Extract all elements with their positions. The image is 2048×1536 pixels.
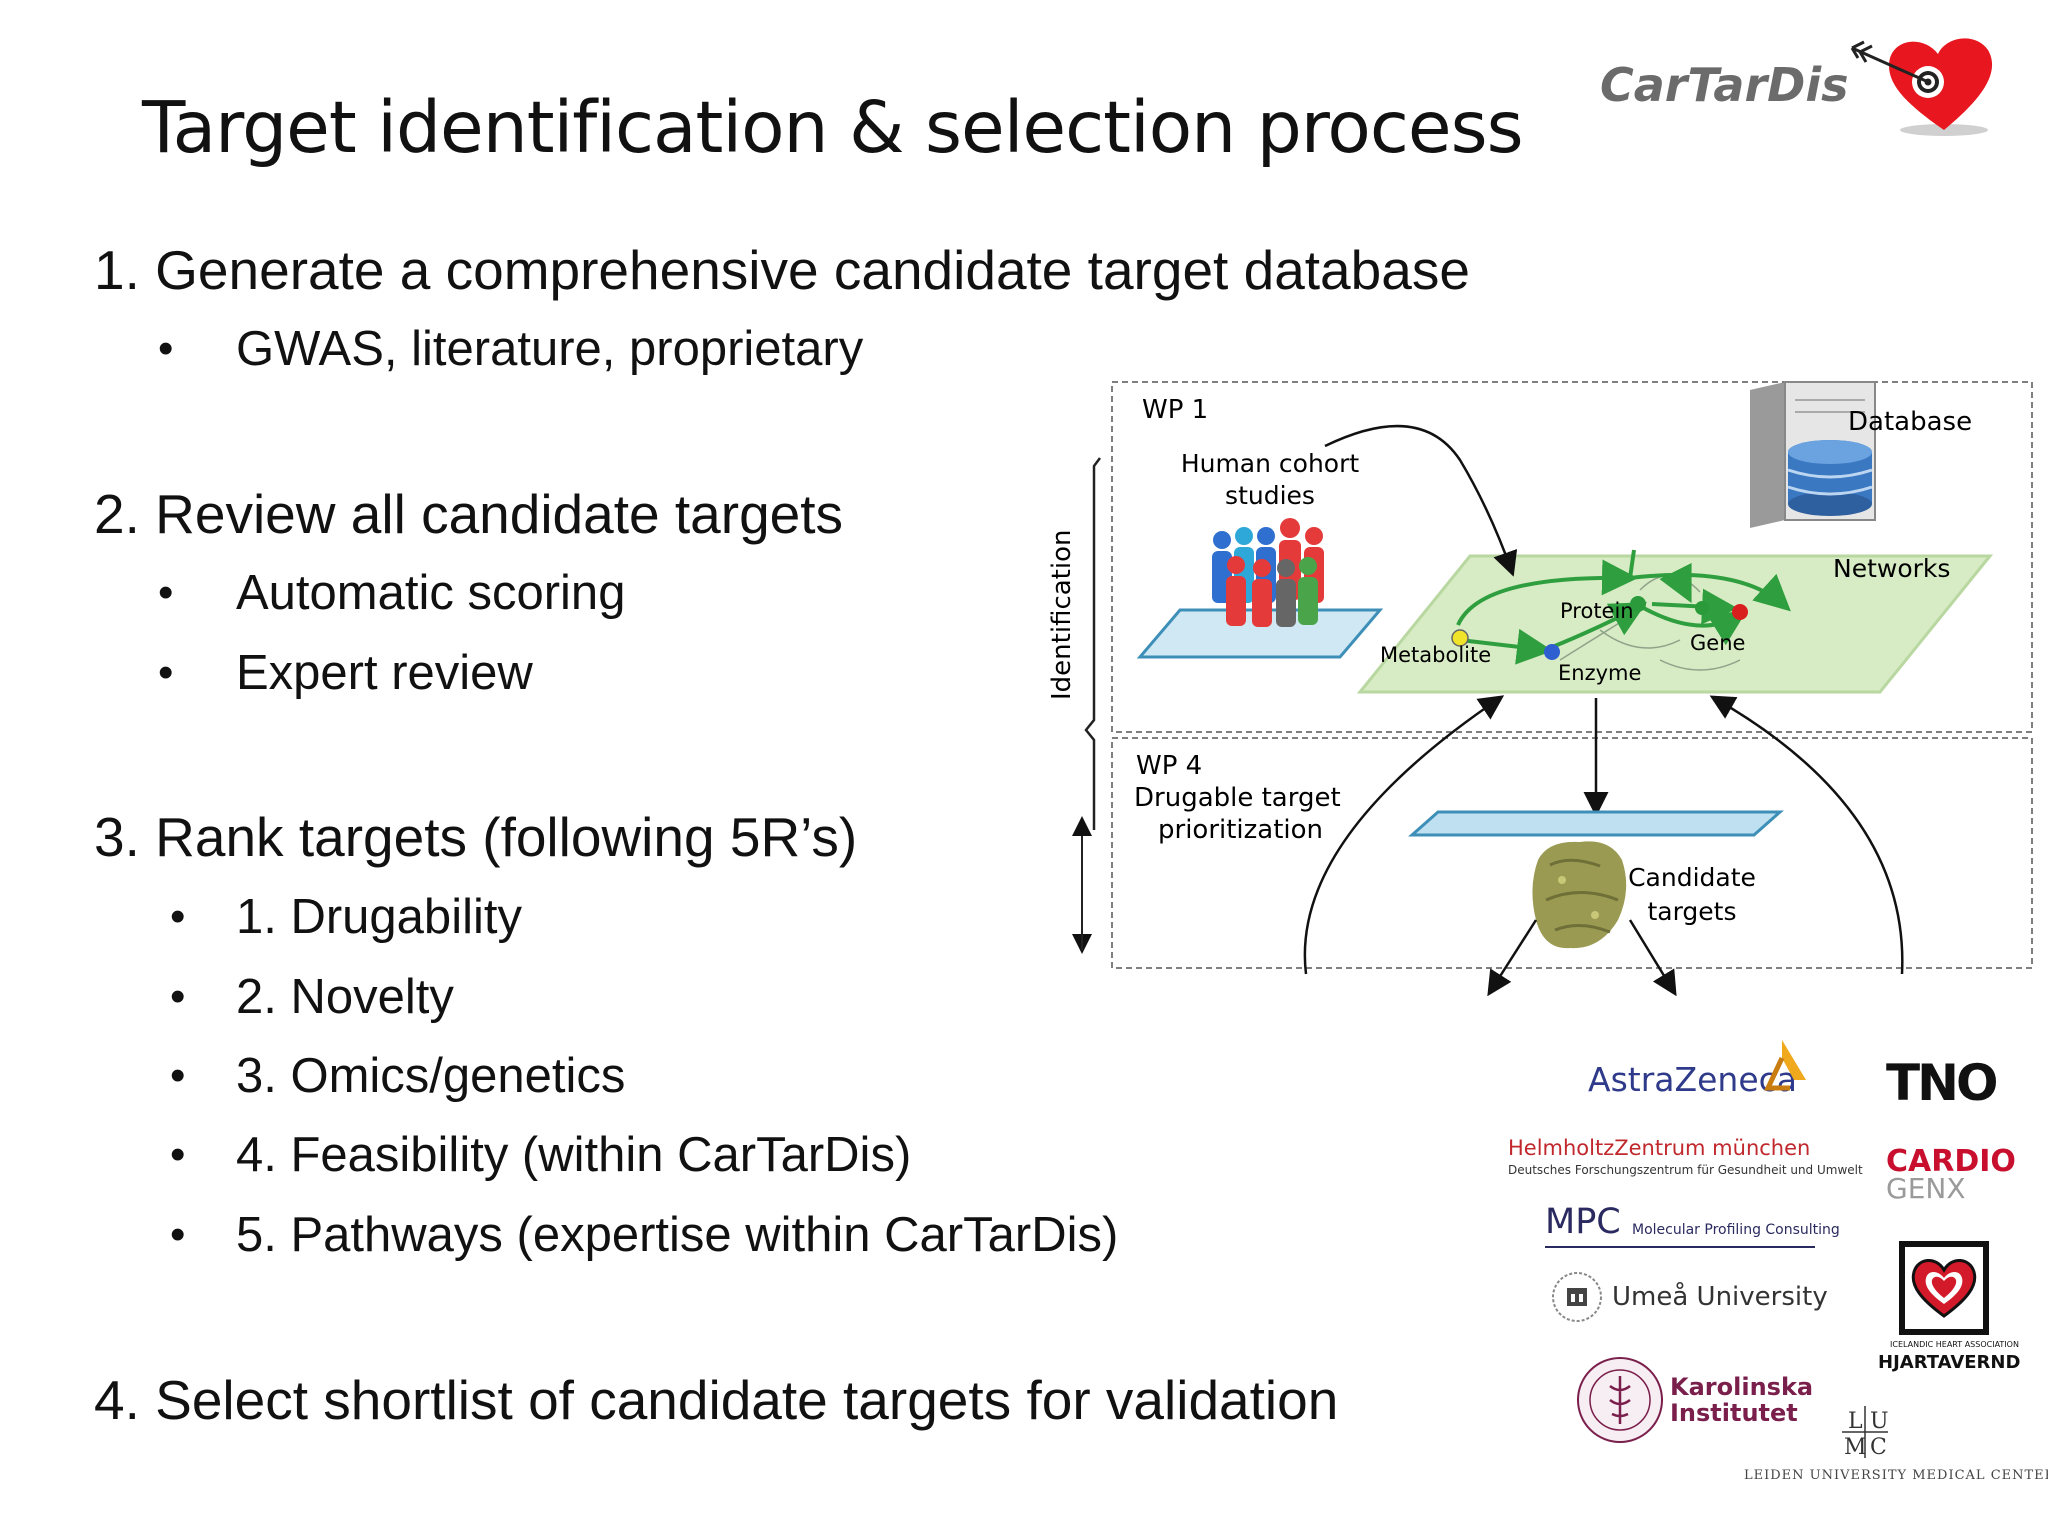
gene-label: Gene	[1690, 631, 1745, 655]
mpc-logo: MPC	[1545, 1202, 1621, 1242]
umea-seal-icon	[1552, 1272, 1602, 1322]
wp4-label: WP 4	[1136, 751, 1202, 781]
umea-university-logo: Umeå University	[1612, 1282, 1828, 1312]
bullet-marker: •	[170, 972, 186, 1021]
enzyme-label: Enzyme	[1558, 661, 1641, 685]
people-icon	[1212, 518, 1324, 627]
candidate-label-2: targets	[1647, 897, 1736, 926]
wp4-box	[1111, 737, 2033, 969]
identification-bracket	[1084, 457, 1101, 830]
lumc-monogram: L U M C	[1842, 1406, 1889, 1460]
brand-name: CarTarDis	[1600, 58, 1849, 112]
networks-label: Networks	[1833, 554, 1950, 583]
protein-label: Protein	[1560, 599, 1634, 623]
helmholtz-logo: HelmholtzZentrum münchen	[1508, 1136, 1811, 1160]
enzyme-node	[1544, 644, 1560, 660]
drugable-label-2: prioritization	[1158, 815, 1323, 845]
bullet-marker: •	[170, 1210, 186, 1259]
bullet-marker: •	[158, 568, 174, 617]
bullet-marker: •	[158, 324, 174, 373]
identification-label: Identification	[1047, 530, 1077, 700]
database-icon	[1750, 381, 1876, 528]
cohort-label-1: Human cohort	[1181, 449, 1360, 478]
genx-logo: GENX	[1886, 1172, 1966, 1205]
gene-node	[1732, 604, 1748, 620]
bullet-marker: •	[170, 892, 186, 941]
database-label: Database	[1848, 407, 1972, 437]
step-3-bullet-1: 1. Drugability	[236, 890, 522, 944]
drugable-label-1: Drugable target	[1134, 783, 1341, 813]
bullet-marker: •	[158, 648, 174, 697]
wp1-box	[1111, 381, 2033, 733]
step-4-heading: 4. Select shortlist of candidate targets…	[94, 1369, 1339, 1431]
karolinska-logo: Karolinska Institutet	[1670, 1373, 1814, 1427]
step-2-bullet-1: Automatic scoring	[236, 566, 626, 620]
metabolite-node	[1451, 629, 1469, 647]
karolinska-seal-icon	[1577, 1357, 1663, 1443]
step-3-bullet-5: 5. Pathways (expertise within CarTarDis)	[236, 1208, 1119, 1262]
lumc-letter: L	[1848, 1409, 1863, 1434]
cohort-plane	[1136, 608, 1384, 659]
lumc-letter: U	[1870, 1409, 1889, 1434]
candidate-plane	[1408, 810, 1784, 837]
candidate-rock-icon	[1532, 841, 1627, 949]
lumc-logo: LEIDEN UNIVERSITY MEDICAL CENTER	[1744, 1468, 2048, 1483]
step-3-bullet-3: 3. Omics/genetics	[236, 1049, 626, 1103]
step-3-bullet-4: 4. Feasibility (within CarTarDis)	[236, 1128, 912, 1182]
lumc-letter: M	[1844, 1435, 1867, 1460]
helmholtz-subtitle: Deutsches Forschungszentrum für Gesundhe…	[1508, 1163, 1863, 1177]
bullet-marker: •	[170, 1051, 186, 1100]
mpc-underline	[1545, 1246, 1815, 1248]
cohort-label-2: studies	[1225, 481, 1315, 510]
cardio-logo: CARDIO	[1886, 1144, 2016, 1179]
workflow-diagram: WP 1 Human cohort studies Database Netwo…	[1047, 381, 2033, 997]
wp1-label: WP 1	[1142, 395, 1208, 425]
step-1-heading: 1. Generate a comprehensive candidate ta…	[94, 239, 1470, 301]
metabolite-label: Metabolite	[1380, 643, 1491, 667]
mpc-subtitle: Molecular Profiling Consulting	[1632, 1222, 1840, 1238]
slide-title: Target identification & selection proces…	[142, 86, 1524, 169]
candidate-label-1: Candidate	[1628, 863, 1756, 892]
step-2-bullet-2: Expert review	[236, 646, 533, 700]
bullet-marker: •	[170, 1130, 186, 1179]
step-3-bullet-2: 2. Novelty	[236, 970, 454, 1024]
astrazeneca-logo: AstraZeneca	[1588, 1060, 1797, 1099]
astrazeneca-symbol-icon	[1764, 1040, 1806, 1091]
protein-node	[1630, 596, 1646, 612]
step-2-heading: 2. Review all candidate targets	[94, 483, 844, 545]
heart-association-icon	[1899, 1241, 1989, 1335]
step-1-bullet-1: GWAS, literature, proprietary	[236, 322, 864, 376]
tno-logo: TNO	[1886, 1054, 1998, 1112]
heart-association-small: ICELANDIC HEART ASSOCIATION	[1890, 1340, 2019, 1349]
hjartavernd-logo: HJARTAVERND	[1878, 1352, 2021, 1373]
heart-target-icon	[1850, 38, 1993, 136]
step-3-heading: 3. Rank targets (following 5R’s)	[94, 806, 858, 868]
lumc-letter: C	[1870, 1435, 1887, 1460]
